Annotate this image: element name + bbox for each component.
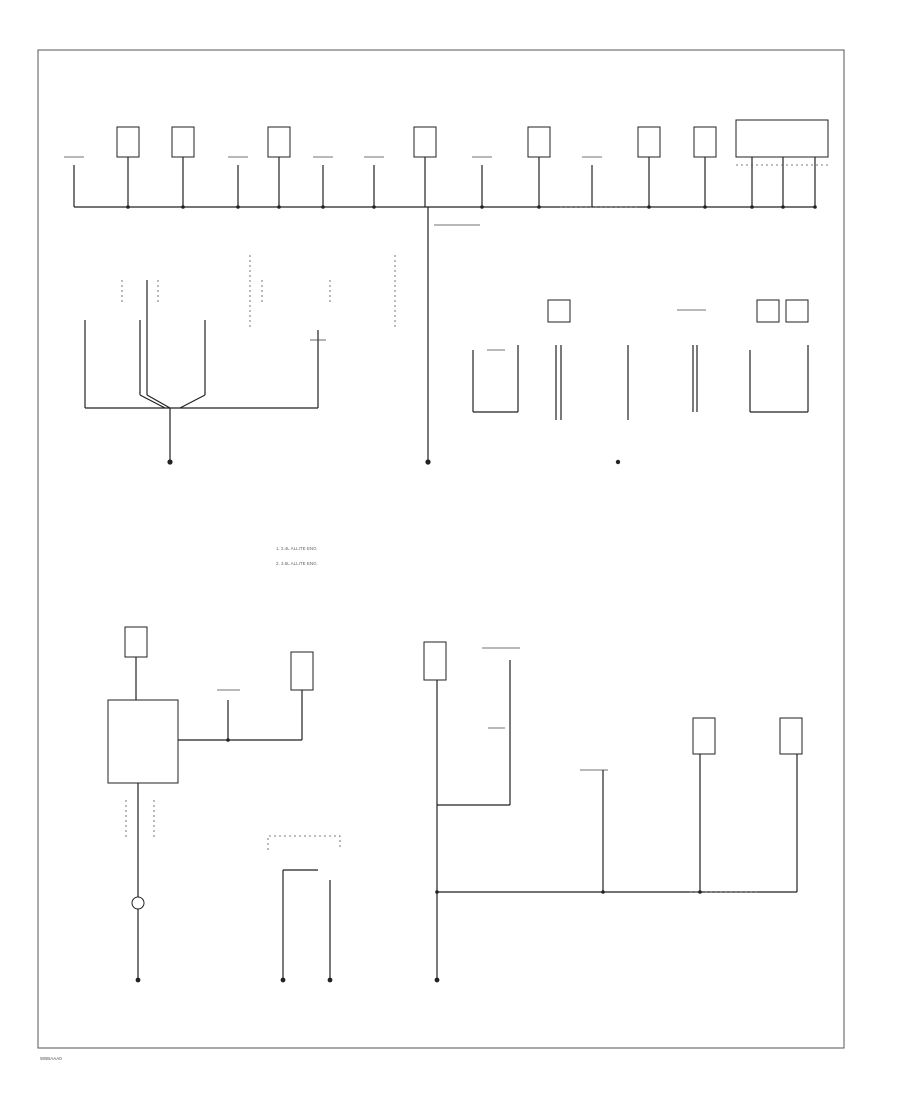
component-box — [267, 126, 291, 158]
lower-right-ground-group — [423, 641, 803, 983]
center-ground-wire — [425, 207, 480, 465]
top-components — [64, 119, 829, 209]
component-box — [547, 299, 571, 323]
component-box — [693, 126, 717, 158]
ground-symbol-icon — [131, 896, 145, 910]
legend: 1. 2.4L ALLITE ENG 2. 3.5L ALLITE ENG — [276, 546, 317, 566]
component-box — [735, 119, 829, 158]
component-box — [116, 126, 140, 158]
component-box — [413, 126, 437, 158]
upper-right-ground-group — [472, 299, 809, 465]
component-box — [171, 126, 195, 158]
component-box — [756, 299, 780, 323]
component-box — [124, 626, 148, 658]
legend-item-2: 2. 3.5L ALLITE ENG — [276, 561, 317, 566]
splice-pack — [107, 699, 179, 784]
legend-item-1: 1. 2.4L ALLITE ENG — [276, 546, 317, 551]
footer-code: WBBAAA0 — [40, 1056, 62, 1061]
component-box — [637, 126, 661, 158]
component-box — [290, 651, 314, 691]
diagram-frame — [37, 49, 845, 1049]
component-box — [692, 717, 716, 755]
component-box — [527, 126, 551, 158]
component-box — [423, 641, 447, 681]
lower-left-ground-group — [107, 626, 341, 983]
component-box — [779, 717, 803, 755]
component-box — [785, 299, 809, 323]
upper-left-ground-group — [84, 255, 396, 465]
